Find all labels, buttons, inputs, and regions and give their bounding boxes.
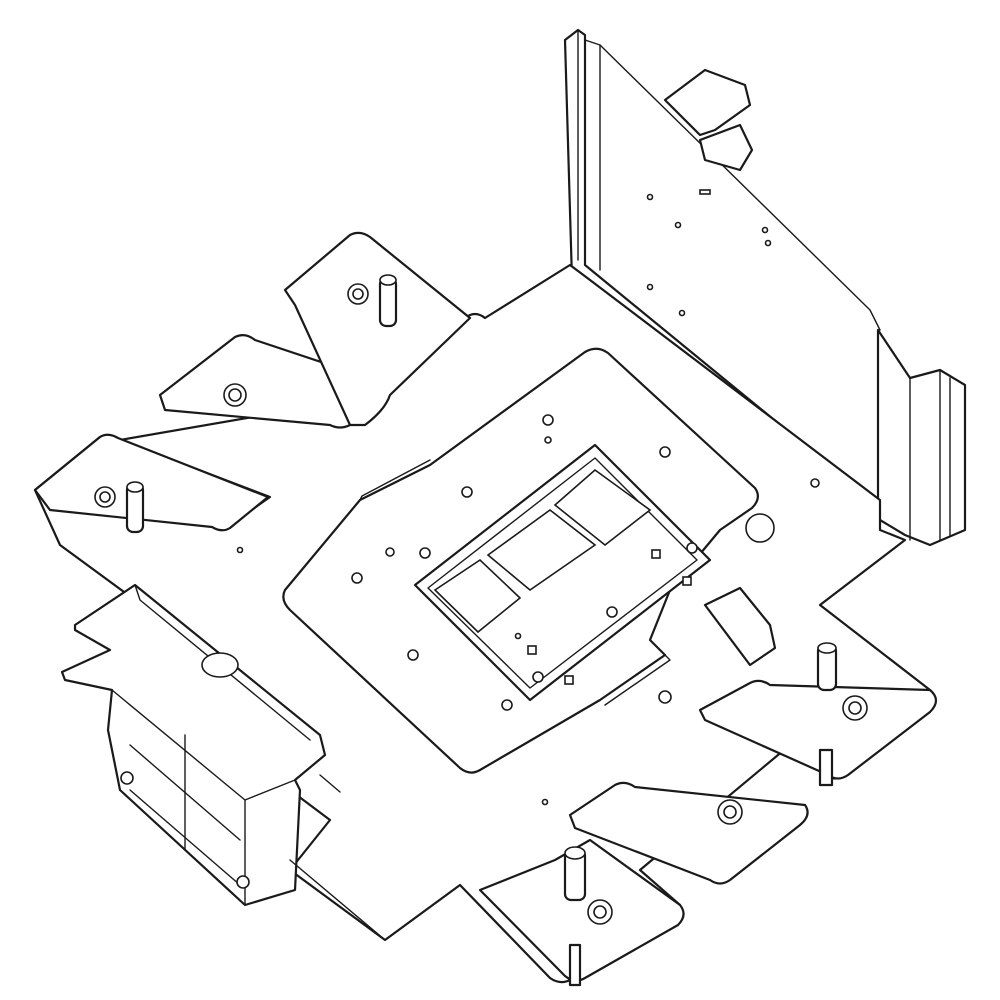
centre-panel — [282, 347, 775, 774]
standoffs — [94, 274, 868, 987]
connector-housing — [60, 583, 386, 941]
connector-clip — [703, 586, 777, 667]
panel-holes — [351, 414, 698, 711]
